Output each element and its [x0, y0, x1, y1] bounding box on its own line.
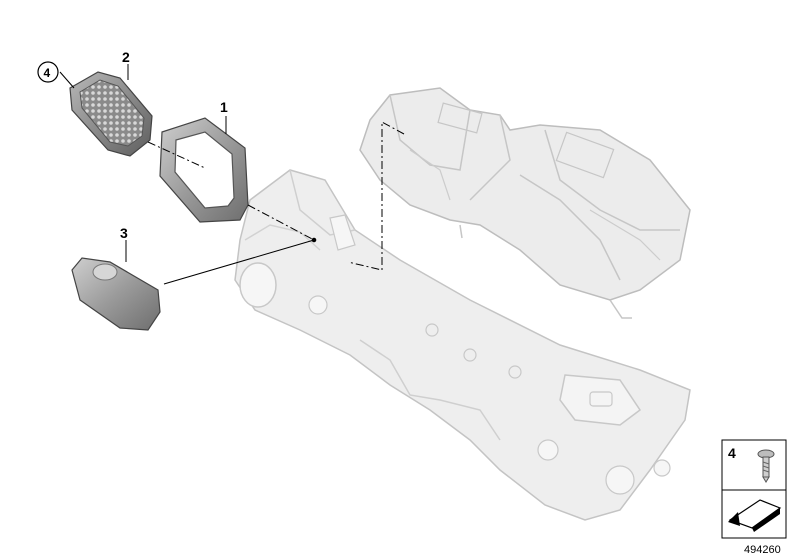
orientation-arrow-icon — [728, 499, 782, 532]
screw-icon — [757, 449, 775, 483]
callouts: 2 1 3 4 — [37, 49, 228, 241]
hvac-unit — [359, 87, 691, 319]
legend-item-4-number: 4 — [728, 445, 736, 461]
callout-2: 2 — [122, 49, 130, 65]
legend-box: 4 — [721, 439, 787, 539]
callout-1: 1 — [220, 99, 228, 115]
part-1-seal-frame — [159, 117, 249, 223]
bulkhead-panel — [234, 169, 691, 521]
callout-4-circle — [37, 61, 59, 83]
callout-3: 3 — [120, 225, 128, 241]
callout-4: 4 — [44, 66, 51, 80]
leader-lines — [59, 64, 405, 285]
part-2-grille — [69, 71, 153, 157]
part-3-cover — [71, 257, 161, 331]
image-number: 494260 — [744, 544, 781, 556]
